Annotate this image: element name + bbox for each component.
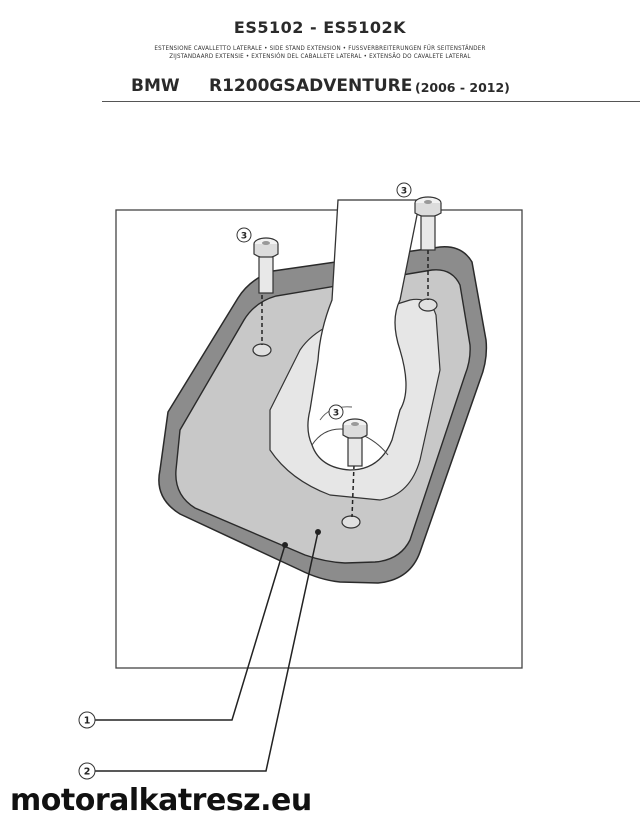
model-variant: ADVENTURE <box>296 76 413 96</box>
header: ES5102 - ES5102K ESTENSIONE CAVALLETTO L… <box>0 0 640 110</box>
svg-text:2: 2 <box>84 767 91 778</box>
leader-line-part-2 <box>95 531 319 772</box>
mounting-hole-bottom <box>341 515 361 529</box>
screw-callout-right: 3 <box>396 182 412 198</box>
screw-left <box>253 237 279 294</box>
model-years: (2006 - 2012) <box>415 80 510 95</box>
brand: BMW <box>131 76 180 96</box>
screw-right <box>414 196 442 251</box>
part-callout-2: 2 <box>78 762 96 780</box>
side-stand-leg <box>307 199 421 471</box>
model-name: R1200GS <box>209 76 296 96</box>
leader-line-part-1 <box>95 544 286 721</box>
screw-callout-bottom: 3 <box>328 404 344 420</box>
screw-guide-bottom <box>351 464 355 518</box>
mounting-hole-left <box>252 343 272 357</box>
svg-text:3: 3 <box>401 187 407 197</box>
description-line-1: ESTENSIONE CAVALLETTO LATERALE • SIDE ST… <box>154 45 486 52</box>
product-codes: ES5102 - ES5102K <box>233 18 407 37</box>
screw-callout-left: 3 <box>236 227 252 243</box>
header-divider <box>102 101 640 102</box>
part-callout-1: 1 <box>78 711 96 729</box>
svg-text:3: 3 <box>241 232 247 242</box>
diagram-frame <box>115 209 523 669</box>
svg-text:3: 3 <box>333 409 339 419</box>
mounting-hole-right <box>418 298 438 312</box>
svg-text:1: 1 <box>84 716 91 727</box>
screw-bottom <box>342 418 368 467</box>
description-line-2: ZIJSTANDAARD EXTENSIE • EXTENSIÓN DEL CA… <box>169 53 471 60</box>
watermark: motoralkatresz.eu <box>10 783 312 818</box>
